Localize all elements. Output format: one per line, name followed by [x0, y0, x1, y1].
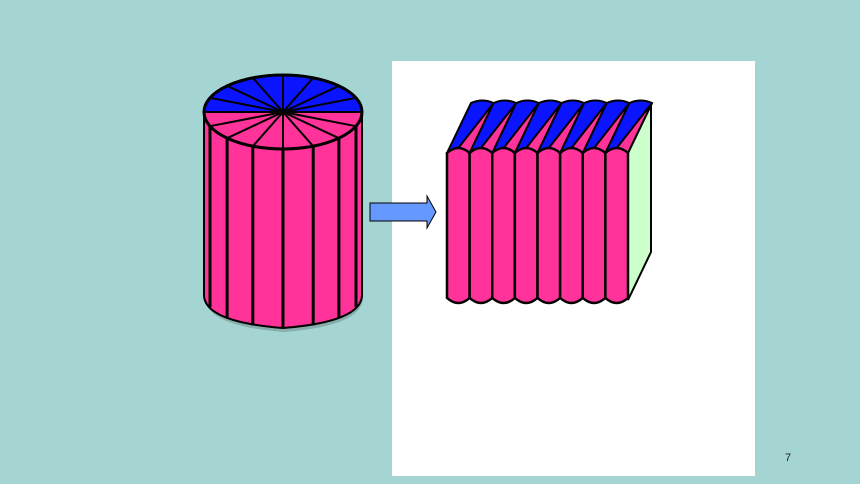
cylinder-top-rim — [202, 73, 364, 151]
prism-front-piece — [581, 146, 607, 305]
prism-front-piece — [604, 146, 630, 305]
transform-arrow — [369, 194, 437, 230]
cylinder-sector-line — [282, 111, 357, 128]
cylinder-sector-line — [209, 96, 284, 113]
cylinder-sector-line — [209, 111, 284, 128]
cylinder-top-sectors — [204, 75, 362, 149]
cylinder-sector-line — [282, 77, 314, 113]
page-number: 7 — [784, 452, 792, 464]
cylinder-sector-line — [282, 111, 314, 147]
cylinder-sector-line — [252, 111, 284, 147]
prism-front-piece — [558, 146, 584, 305]
cylinder-sector-line — [226, 111, 284, 140]
sliced-cylinder — [202, 73, 364, 332]
rearranged-prism — [445, 99, 654, 305]
prism-pieces — [445, 99, 654, 305]
prism-front-piece — [445, 146, 471, 305]
prism-front-piece — [536, 146, 562, 305]
cylinder-slice-lines — [208, 126, 358, 328]
prism-front-piece — [468, 146, 494, 305]
cylinder-sector-line — [226, 84, 284, 113]
cylinder-sector-line — [252, 77, 284, 113]
prism-front-piece — [513, 146, 539, 305]
cylinder-sector-line — [282, 96, 357, 113]
cylinder-sector-line — [282, 84, 340, 113]
prism-front-piece — [491, 146, 517, 305]
cylinder-sector-line — [282, 111, 340, 140]
